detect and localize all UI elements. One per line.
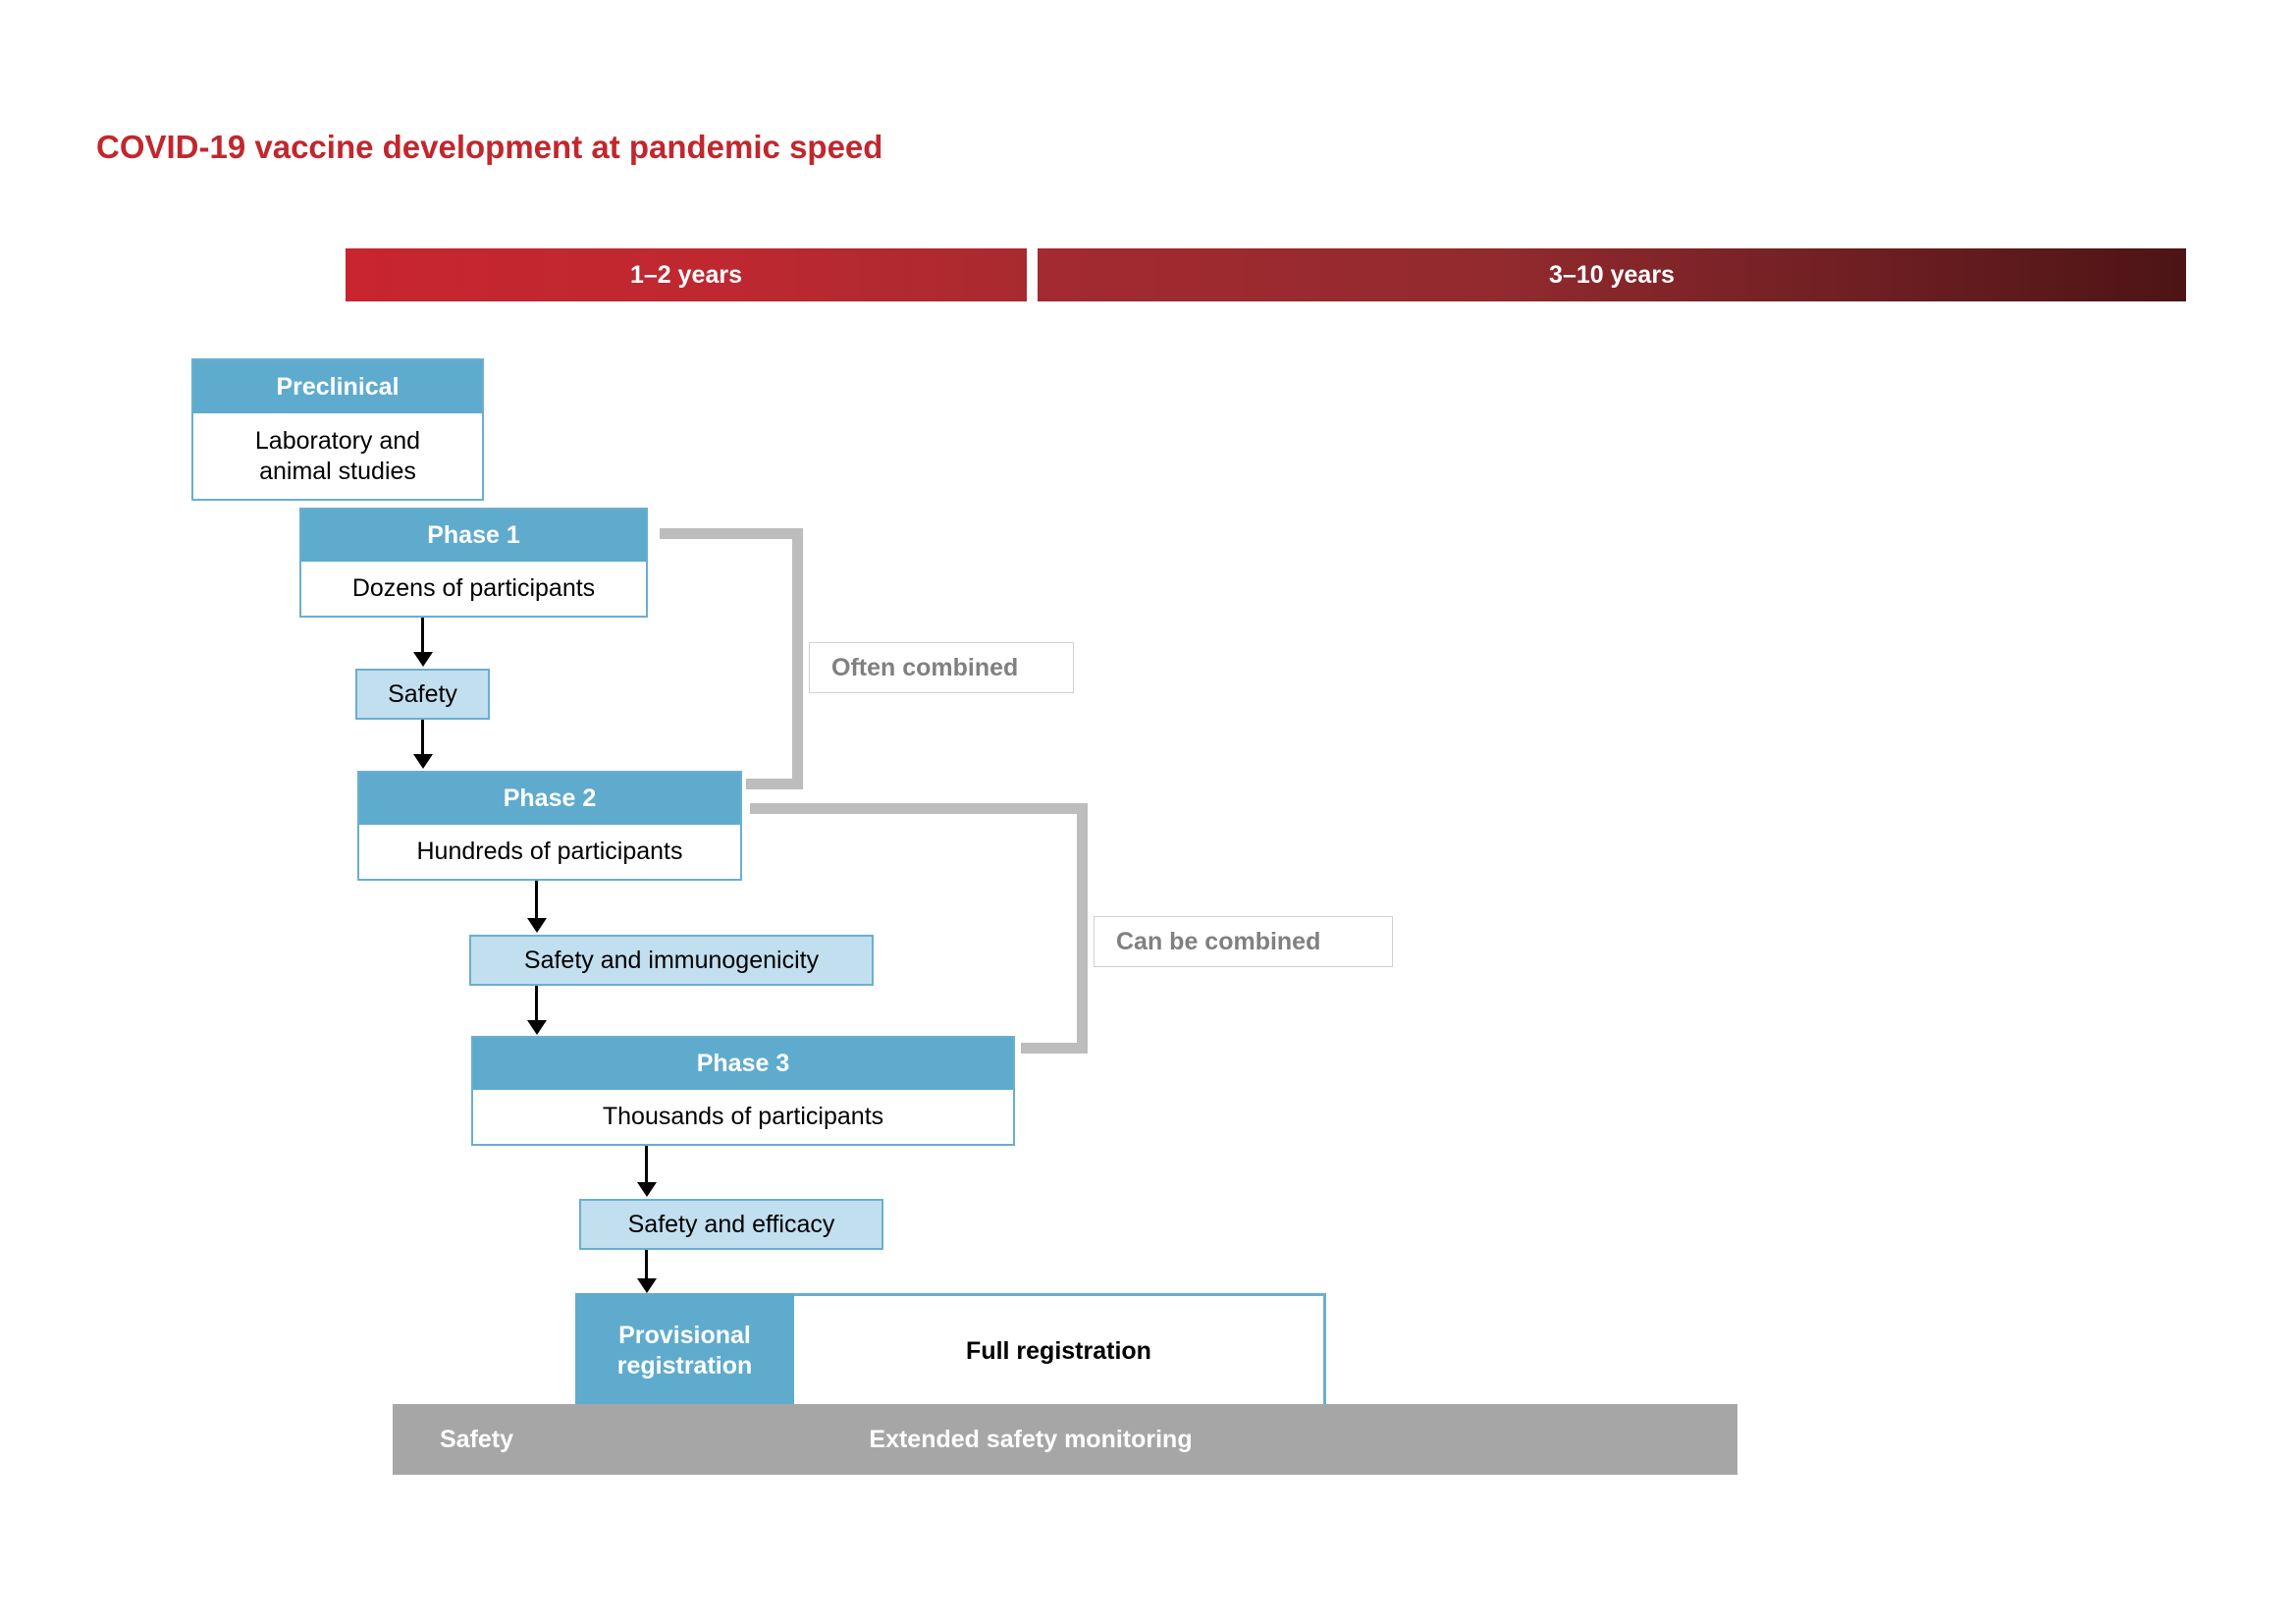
connector-phase2-horizontal-bottom (1021, 1043, 1088, 1054)
timeline-segment-1-label: 1–2 years (629, 260, 742, 289)
card-phase2-header: Phase 2 (359, 773, 740, 825)
card-preclinical-header: Preclinical (193, 360, 482, 413)
card-preclinical-body-line1: Laboratory and (254, 427, 421, 455)
card-preclinical-body: Laboratory and animal studies (193, 413, 482, 499)
arrow-safety-to-phase2-line (421, 720, 424, 755)
arrow-phase3-to-safety-efficacy-head (637, 1182, 657, 1197)
card-full-registration: Full registration (794, 1293, 1326, 1409)
card-provisional-registration: Provisional registration (575, 1293, 794, 1409)
card-phase1-body: Dozens of participants (301, 562, 646, 616)
outcome-safety-and-efficacy: Safety and efficacy (579, 1199, 883, 1250)
safety-monitoring-bar: Safety Extended safety monitoring (393, 1404, 1737, 1475)
card-provisional-registration-line1: Provisional (618, 1322, 751, 1349)
arrow-safety-immuno-to-phase3-head (527, 1020, 547, 1035)
card-phase3: Phase 3 Thousands of participants (471, 1036, 1015, 1146)
card-phase2-body: Hundreds of participants (359, 825, 740, 879)
arrow-phase2-to-safety-immuno-head (527, 918, 547, 933)
card-preclinical-body-line2: animal studies (259, 457, 416, 485)
arrow-safety-efficacy-to-registration-head (637, 1278, 657, 1293)
outcome-safety-and-immunogenicity: Safety and immunogenicity (469, 935, 874, 986)
card-phase1-header: Phase 1 (301, 510, 646, 562)
card-preclinical: Preclinical Laboratory and animal studie… (191, 358, 484, 501)
timeline-segment-2-label: 3–10 years (1549, 260, 1675, 289)
card-phase2: Phase 2 Hundreds of participants (357, 771, 742, 881)
arrow-safety-efficacy-to-registration-line (645, 1250, 648, 1279)
arrow-safety-to-phase2-head (413, 754, 433, 769)
arrow-phase2-to-safety-immuno-line (535, 881, 538, 919)
card-phase1: Phase 1 Dozens of participants (299, 508, 648, 618)
label-often-combined: Often combined (809, 642, 1074, 693)
connector-phase1-horizontal-top (660, 528, 803, 539)
connector-phase2-horizontal-top (750, 803, 1088, 814)
page-title: COVID-19 vaccine development at pandemic… (96, 129, 883, 165)
arrow-phase1-to-safety-head (413, 652, 433, 667)
arrow-safety-immuno-to-phase3-line (535, 986, 538, 1021)
timeline-segment-1-2-years: 1–2 years (346, 248, 1027, 301)
arrow-phase3-to-safety-efficacy-line (645, 1146, 648, 1183)
connector-phase1-horizontal-bottom (746, 779, 803, 789)
card-phase3-header: Phase 3 (473, 1038, 1013, 1090)
card-phase3-body: Thousands of participants (473, 1090, 1013, 1144)
timeline-segment-3-10-years: 3–10 years (1038, 248, 2186, 301)
safety-monitoring-bar-right-label: Extended safety monitoring (869, 1425, 1193, 1453)
arrow-phase1-to-safety-line (421, 618, 424, 653)
card-provisional-registration-line2: registration (616, 1352, 753, 1380)
connector-phase1-vertical (792, 528, 803, 789)
connector-phase2-vertical (1077, 803, 1088, 1054)
safety-monitoring-bar-left-label: Safety (440, 1425, 514, 1453)
label-can-combined: Can be combined (1094, 916, 1393, 967)
outcome-safety: Safety (355, 669, 490, 720)
